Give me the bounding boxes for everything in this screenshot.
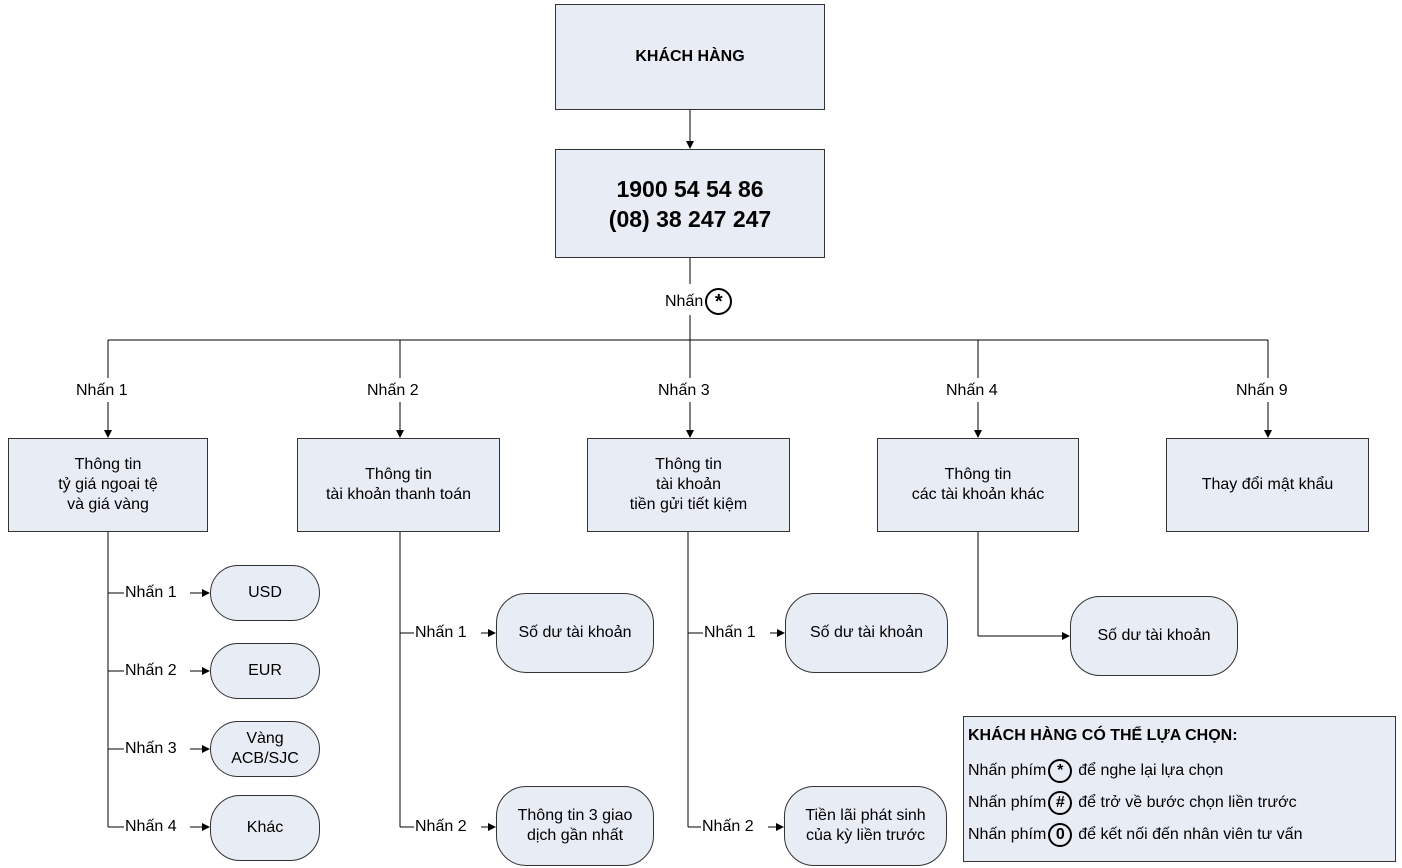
customer-box: KHÁCH HÀNG — [555, 4, 825, 110]
sub-press-label: Nhấn 1 — [704, 624, 756, 642]
payment-account-box[interactable]: Thông tin tài khoản thanh toán — [297, 438, 500, 532]
payment-balance-option[interactable]: Số dư tài khoản — [496, 593, 654, 673]
box-line: và giá vàng — [67, 496, 149, 513]
other-accounts-box[interactable]: Thông tin các tài khoản khác — [877, 438, 1079, 532]
customer-label: KHÁCH HÀNG — [635, 48, 745, 65]
option-line: Số dư tài khoản — [518, 624, 632, 641]
option-line: USD — [248, 584, 282, 601]
legend-text: để kết nối đến nhân viên tư vấn — [1078, 826, 1303, 843]
star-key-icon: * — [705, 288, 733, 315]
legend-prefix: Nhấn phím — [968, 794, 1047, 811]
branch-press-label: Nhấn 9 — [1236, 382, 1288, 400]
legend-text: để nghe lại lựa chọn — [1078, 762, 1224, 779]
box-line: tiền gửi tiết kiệm — [629, 496, 748, 513]
exchange-rate-box[interactable]: Thông tin tỷ giá ngoại tệ và giá vàng — [8, 438, 208, 532]
hotline-number-2: (08) 38 247 247 — [608, 205, 772, 232]
legend-text: để trở về bước chọn liền trước — [1078, 794, 1297, 811]
box-line: Thay đổi mật khẩu — [1201, 476, 1334, 493]
legend-row: Nhấn phím * để nghe lại lựa chọn — [968, 755, 1391, 787]
branch-press-label: Nhấn 4 — [946, 382, 998, 400]
option-line: ACB/SJC — [231, 750, 299, 767]
legend-row: Nhấn phím 0 để kết nối đến nhân viên tư … — [968, 819, 1391, 851]
option-line: Thông tin 3 giao — [517, 807, 633, 824]
savings-balance-option[interactable]: Số dư tài khoản — [785, 593, 948, 673]
option-line: Tiền lãi phát sinh — [805, 807, 926, 824]
other-balance-option[interactable]: Số dư tài khoản — [1070, 596, 1238, 676]
box-line: Thông tin — [944, 466, 1012, 483]
option-line: Số dư tài khoản — [809, 624, 923, 641]
sub-press-label: Nhấn 3 — [125, 740, 177, 758]
box-line: Thông tin — [74, 456, 142, 473]
option-line: dịch gần nhất — [526, 827, 624, 844]
option-line: Vàng — [246, 730, 284, 747]
eur-option[interactable]: EUR — [210, 643, 320, 699]
branch-press-label: Nhấn 3 — [658, 382, 710, 400]
legend-prefix: Nhấn phím — [968, 826, 1047, 843]
box-line: các tài khoản khác — [911, 486, 1045, 503]
savings-account-box[interactable]: Thông tin tài khoản tiền gửi tiết kiệm — [587, 438, 790, 532]
sub-press-label: Nhấn 1 — [125, 584, 177, 602]
legend-row: Nhấn phím # để trở về bước chọn liền trư… — [968, 787, 1391, 819]
box-line: tỷ giá ngoại tệ — [58, 476, 158, 493]
sub-press-label: Nhấn 1 — [415, 624, 467, 642]
recent-transactions-option[interactable]: Thông tin 3 giao dịch gần nhất — [496, 786, 654, 866]
sub-press-label: Nhấn 4 — [125, 818, 177, 836]
box-line: tài khoản thanh toán — [325, 486, 471, 503]
options-legend: KHÁCH HÀNG CÓ THỂ LỰA CHỌN: Nhấn phím * … — [963, 716, 1396, 862]
option-line: Khác — [246, 819, 284, 836]
option-line: EUR — [248, 662, 282, 679]
branch-press-label: Nhấn 1 — [76, 382, 128, 400]
other-currency-option[interactable]: Khác — [210, 795, 320, 861]
option-line: của kỳ liền trước — [805, 827, 925, 844]
sub-press-label: Nhấn 2 — [125, 662, 177, 680]
box-line: Thông tin — [655, 456, 722, 473]
press-star-text: Nhấn — [665, 292, 704, 310]
hotline-box: 1900 54 54 86 (08) 38 247 247 — [555, 149, 825, 258]
box-line: Thông tin — [365, 466, 432, 483]
hash-key-icon: # — [1048, 791, 1073, 815]
change-password-box[interactable]: Thay đổi mật khẩu — [1166, 438, 1369, 532]
press-star-label: Nhấn * — [665, 288, 733, 315]
sub-press-label: Nhấn 2 — [702, 818, 754, 836]
box-line: tài khoản — [656, 476, 721, 493]
branch-press-label: Nhấn 2 — [367, 382, 419, 400]
hotline-number-1: 1900 54 54 86 — [616, 175, 764, 202]
legend-prefix: Nhấn phím — [968, 762, 1047, 779]
zero-key-icon: 0 — [1048, 823, 1073, 847]
star-key-icon: * — [1048, 759, 1073, 783]
legend-title: KHÁCH HÀNG CÓ THỂ LỰA CHỌN: — [968, 727, 1238, 744]
gold-option[interactable]: Vàng ACB/SJC — [210, 721, 320, 777]
option-line: Số dư tài khoản — [1097, 627, 1211, 644]
sub-press-label: Nhấn 2 — [415, 818, 467, 836]
interest-option[interactable]: Tiền lãi phát sinh của kỳ liền trước — [784, 786, 947, 866]
usd-option[interactable]: USD — [210, 565, 320, 621]
